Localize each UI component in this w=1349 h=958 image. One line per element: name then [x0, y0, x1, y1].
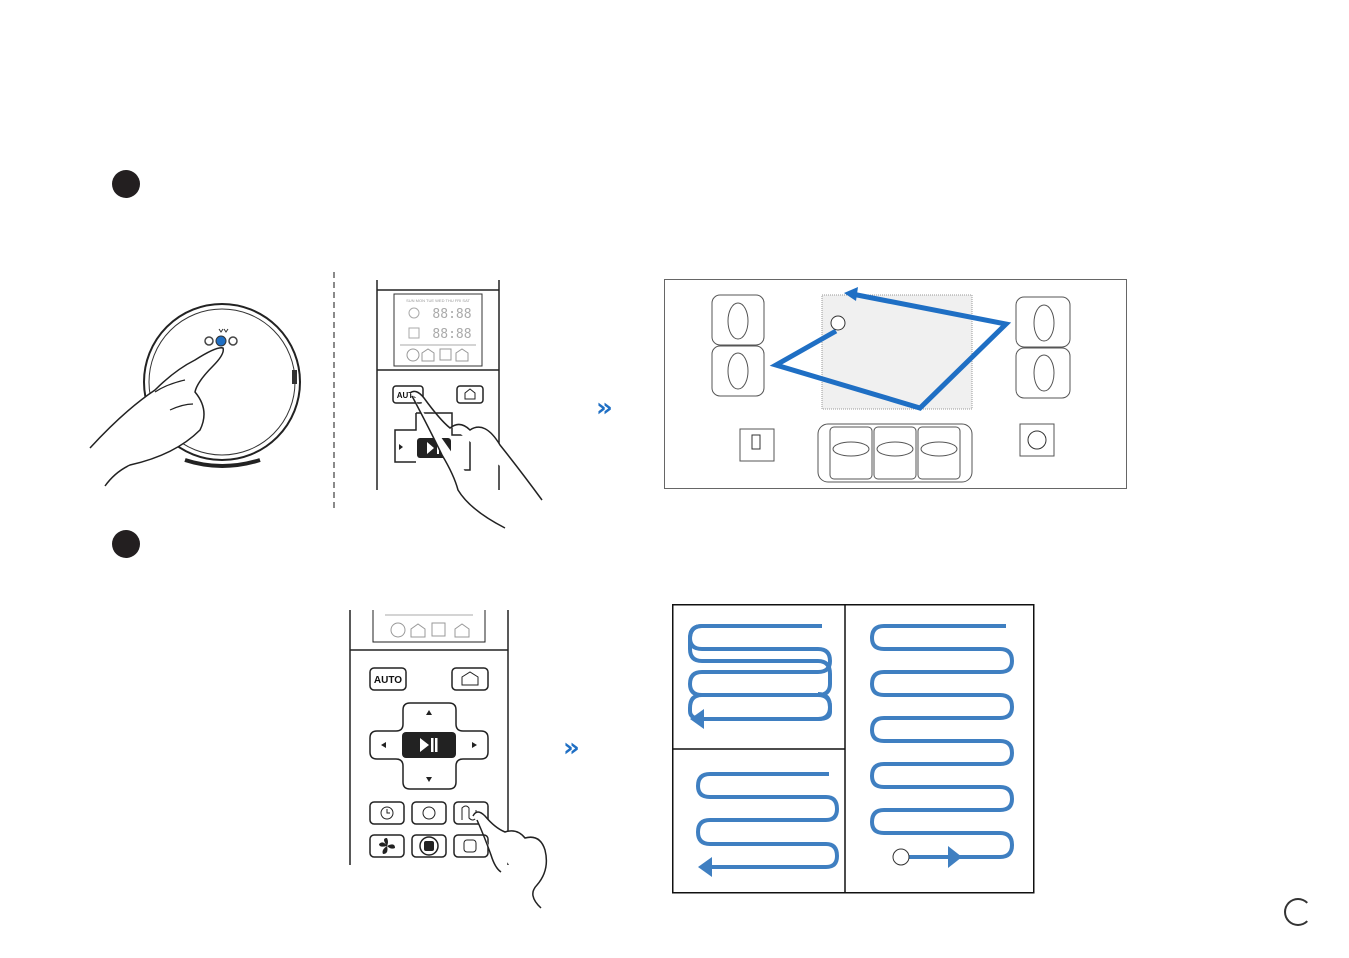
remote-control-top: SUN MON TUE WED THU FRI SAT 88:88 88:88 …: [370, 280, 560, 530]
step-1-marker: [112, 170, 140, 198]
robot-power-button: [216, 336, 226, 346]
robot-right-button: [229, 337, 237, 345]
edge-button: [454, 835, 488, 857]
zigzag-path-diagram: [672, 604, 1036, 896]
home-button-2: [452, 668, 488, 690]
armchair-right: [1016, 297, 1070, 398]
step-2-marker: [112, 530, 140, 558]
section-divider: [333, 272, 335, 508]
svg-text:AUTO: AUTO: [374, 675, 402, 686]
lcd-days: SUN MON TUE WED THU FRI SAT: [406, 298, 470, 303]
robot-illustration: [85, 300, 315, 490]
lcd-time-1: 88:88: [432, 307, 471, 322]
side-table-right: [1020, 424, 1054, 456]
remote-control-bottom: AUTO: [345, 610, 555, 910]
room-cleaning-map: [664, 279, 1128, 491]
robot-start-point-2: [893, 849, 909, 865]
robot-left-button: [205, 337, 213, 345]
settings-button: [412, 802, 446, 824]
lcd-time-2: 88:88: [432, 327, 471, 342]
page-number-mark: [1284, 898, 1312, 926]
next-arrow-2: »: [563, 733, 576, 763]
robot-start-point: [831, 316, 845, 330]
sofa: [818, 424, 972, 482]
next-arrow-1: »: [596, 393, 609, 423]
